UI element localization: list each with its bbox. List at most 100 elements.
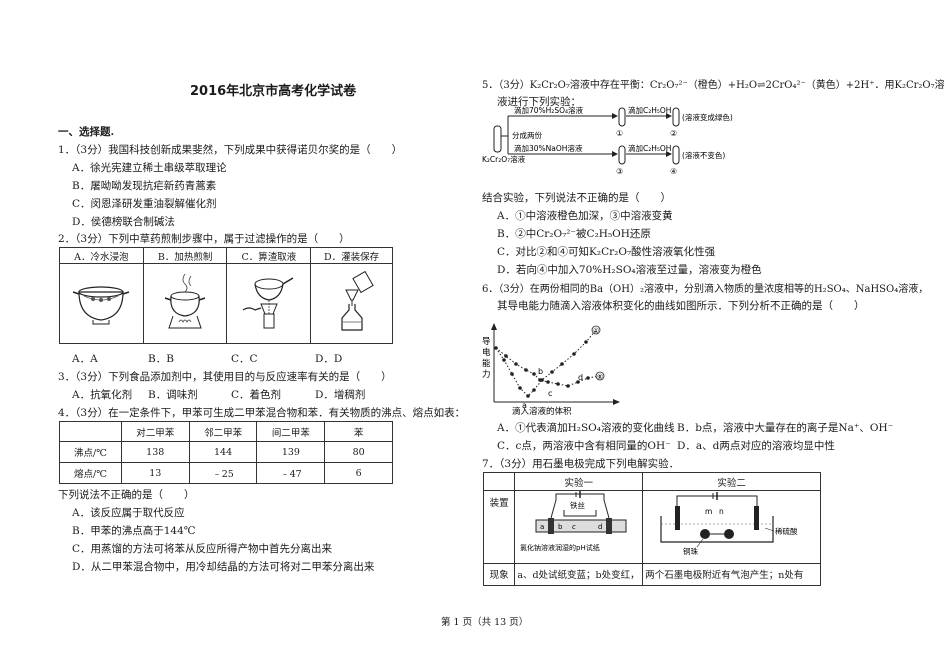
exp2-apparatus-diagram: m n 铜珠 稀硫酸	[660, 492, 798, 556]
q2-image-b	[142, 263, 228, 344]
q2-answer-c: C．C	[231, 353, 258, 365]
q1-option-a: A．徐光宪建立稀土串级萃取理论	[72, 162, 227, 174]
q4-row-boiling-label: 沸点/℃	[59, 441, 122, 463]
q4-option-a: A．该反应属于取代反应	[72, 507, 185, 519]
q1-option-b: B．屠呦呦发现抗疟新药青蒿素	[72, 180, 217, 192]
exp1-paper-label: 氯化钠溶液润湿的pH试纸	[520, 543, 600, 552]
q3-option-a: A．抗氧化剂	[72, 389, 133, 401]
q3-stem: 3．（3分）下列食品添加剂中，其使用目的与反应速率有关的是（ ）	[58, 371, 392, 383]
q5-bottom-result: (溶液不变色)	[682, 150, 725, 160]
bottling-icon	[340, 270, 374, 331]
q5-option-d: D．若向④中加入70%H₂SO₄溶液至过量，溶液变为橙色	[497, 264, 762, 276]
q4-header-benzene: 苯	[324, 421, 393, 442]
q5-solution-label: K₂Cr₂O₇溶液	[482, 154, 526, 164]
q2-answer-b: B．B	[148, 353, 174, 365]
q4-row-melting-label: 熔点/℃	[59, 462, 122, 484]
q2-header-a: A．冷水浸泡	[59, 247, 144, 264]
q7-row-phenomenon-label: 现象	[482, 562, 516, 587]
q4-cell: 144	[188, 441, 258, 463]
q4-cell: 138	[120, 441, 190, 463]
exp2-label-m: m	[705, 507, 712, 516]
exp1-label-d: d	[598, 523, 602, 531]
q6-ylabel-4: 力	[482, 369, 491, 380]
q3-option-b: B．调味剂	[148, 389, 198, 401]
q5-prompt: 结合实验，下列说法不正确的是（ ）	[482, 192, 671, 204]
q4-cell: ﹣25	[188, 462, 258, 484]
q4-option-c: C．用蒸馏的方法可将苯从反应所得产物中首先分离出来	[72, 543, 333, 555]
q5-tube-2-label: ②	[670, 129, 677, 138]
q7-table: 实验一 实验二 装置 铁丝 a b c d 氯化钠溶液润湿的pH试纸	[482, 471, 821, 587]
q5-stem-line2: 液进行下列实验：	[497, 96, 581, 108]
q3-option-d: D．增稠剂	[315, 389, 366, 401]
q2-answer-a: A．A	[72, 353, 98, 365]
q5-tube-1-label: ①	[616, 129, 623, 138]
q1-option-d: D．侯德榜联合制碱法	[72, 216, 175, 228]
q7-row-device-label: 装置	[482, 490, 516, 564]
q2-image-a	[59, 263, 144, 344]
q2-stem: 2．（3分）下列中草药煎制步骤中，属于过滤操作的是（ ）	[58, 233, 350, 245]
exp1-label-a: a	[540, 523, 544, 531]
exp1-wire-label: 铁丝	[570, 500, 585, 510]
q6-option-c: C．c点，两溶液中含有相同量的OH⁻	[497, 440, 671, 452]
q4-cell: 6	[324, 462, 393, 484]
q7-exp2-phenomenon: 两个石墨电极附近有气泡产生；n处有	[642, 562, 821, 587]
q5-top-reagent-2: 滴加C₂H₅OH	[628, 105, 671, 115]
q6-point-d: d	[578, 373, 583, 382]
q5-top-reagent: 滴加70%H₂SO₄溶液	[514, 105, 583, 115]
exp2-ball-label: 铜珠	[683, 546, 698, 556]
q5-option-a: A．①中溶液橙色加深，③中溶液变黄	[497, 210, 673, 222]
heating-pot-icon	[164, 273, 206, 329]
q6-stem-line2: 其导电能力随滴入溶液体积变化的曲线如图所示．下列分析不正确的是（ ）	[497, 300, 865, 312]
q6-ylabel-1: 导	[482, 337, 491, 347]
q4-table-corner	[59, 421, 122, 442]
page-title: 2016年北京市高考化学试卷	[190, 84, 357, 99]
q6-point-b: b	[538, 367, 543, 376]
q1-stem: 1．（3分）我国科技创新成果斐然，下列成果中获得诺贝尔奖的是（ ）	[58, 144, 403, 156]
q2-table: A．冷水浸泡 B．加热煎制 C．箅渣取液 D．灌装保存	[59, 247, 393, 344]
q3-option-c: C．着色剂	[231, 389, 282, 401]
exp2-label-n: n	[719, 507, 724, 516]
q4-cell: 139	[256, 441, 326, 463]
q5-option-c: C．对比②和④可知K₂Cr₂O₇酸性溶液氧化性强	[497, 246, 716, 258]
q2-answer-d: D．D	[315, 353, 343, 365]
q5-option-b: B．②中Cr₂O₇²⁻被C₂H₅OH还原	[497, 228, 651, 240]
q6-curve-2-label: ②	[597, 373, 603, 381]
page-footer: 第 1 页（共 13 页）	[441, 617, 529, 628]
q6-ylabel-3: 能	[482, 358, 491, 369]
exp1-apparatus-diagram: 铁丝 a b c d 氯化钠溶液润湿的pH试纸	[520, 491, 627, 552]
q6-option-b: B．b点，溶液中大量存在的离子是Na⁺、OH⁻	[677, 422, 894, 434]
cold-soak-pot-icon	[73, 286, 130, 325]
q6-option-d: D．a、d两点对应的溶液均显中性	[677, 440, 835, 452]
exp2-acid-label: 稀硫酸	[775, 526, 798, 536]
q4-option-b: B．甲苯的沸点高于144℃	[72, 525, 196, 537]
q4-cell: ﹣47	[256, 462, 326, 484]
exp1-label-b: b	[558, 523, 563, 531]
q4-header-meta-xylene: 间二甲苯	[256, 421, 326, 442]
q4-cell: 80	[324, 441, 393, 463]
q6-point-a: a	[522, 401, 527, 410]
q5-top-result: (溶液变成绿色)	[682, 112, 733, 122]
q4-stem: 4．（3分）在一定条件下，甲苯可生成二甲苯混合物和苯．有关物质的沸点、熔点如表：	[58, 407, 466, 419]
q6-option-a: A．①代表滴加H₂SO₄溶液的变化曲线	[497, 422, 675, 434]
q6-conductivity-graph: 导 电 能 力 滴入溶液的体积 ① ② a b c d	[482, 323, 620, 417]
exp1-label-c: c	[572, 523, 576, 531]
q6-point-c: c	[548, 389, 552, 398]
q4-option-d: D．从二甲苯混合物中，用冷却结晶的方法可将对二甲苯分离出来	[72, 561, 375, 573]
q7-table-corner	[482, 471, 516, 492]
q7-header-exp2: 实验二	[642, 471, 821, 492]
section-heading: 一、选择题.	[58, 126, 115, 138]
q7-exp2-device: m n 铜珠 稀硫酸	[642, 490, 821, 564]
q5-bottom-reagent-2: 滴加C₂H₅OH	[628, 143, 671, 153]
q6-ylabel-2: 电	[482, 347, 491, 358]
q7-stem: 7．（3分）用石墨电极完成下列电解实验．	[482, 458, 680, 470]
q2-header-d: D．灌装保存	[310, 247, 393, 264]
q6-xlabel: 滴入溶液的体积	[512, 406, 572, 417]
q5-stem-line1: 5．（3分）K₂Cr₂O₇溶液中存在平衡：Cr₂O₇²⁻（橙色）+H₂O⇌2Cr…	[482, 80, 945, 91]
q1-option-c: C．闵恩泽研发重油裂解催化剂	[72, 198, 217, 210]
q7-exp1-phenomenon: a、d处试纸变蓝；b处变红，	[514, 562, 644, 587]
q7-header-exp1: 实验一	[514, 471, 644, 492]
q5-tube-4-label: ④	[670, 167, 677, 176]
q2-header-b: B．加热煎制	[142, 247, 228, 264]
q4-prompt: 下列说法不正确的是（ ）	[58, 489, 195, 501]
q2-image-c	[226, 263, 312, 344]
